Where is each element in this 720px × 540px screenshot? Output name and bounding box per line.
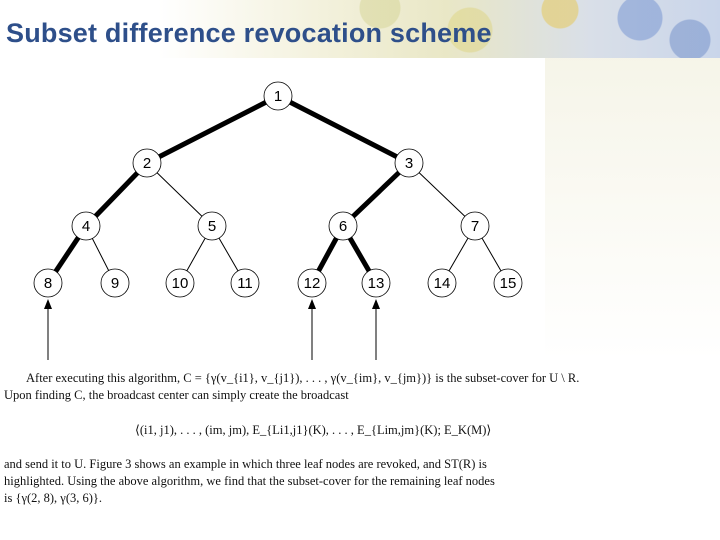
revoke-arrow-head <box>372 299 380 309</box>
caption-line-6: is {γ(2, 8), γ(3, 6)}. <box>4 491 103 505</box>
tree-node-10 <box>165 268 195 298</box>
edge-1-3 <box>275 93 412 166</box>
edge-3-6 <box>340 160 412 229</box>
tree-node-1 <box>263 81 293 111</box>
tree-node-12 <box>297 268 327 298</box>
tree-node-15 <box>493 268 523 298</box>
tree-node-5 <box>197 211 227 241</box>
tree-node-label: 3 <box>405 155 413 172</box>
tree-node-label: 2 <box>143 155 151 172</box>
tree-node-4 <box>71 211 101 241</box>
tree-node-7 <box>460 211 490 241</box>
caption-line-2: Upon finding C, the broadcast center can… <box>4 388 349 402</box>
tree-node-14 <box>427 268 457 298</box>
tree-node-13 <box>361 268 391 298</box>
tree-node-label: 10 <box>172 275 189 292</box>
tree-node-label: 15 <box>500 275 517 292</box>
tree-node-8 <box>33 268 63 298</box>
decorative-banner-strip <box>545 58 720 360</box>
revoke-arrow-head <box>308 299 316 309</box>
tree-node-2 <box>132 148 162 178</box>
slide-title: Subset difference revocation scheme <box>6 18 492 48</box>
tree-node-label: 12 <box>304 275 321 292</box>
revoke-arrow-head <box>44 299 52 309</box>
revoke-markers: RevokeRevokeRevoke <box>44 299 380 360</box>
tree-node-label: 7 <box>471 218 479 235</box>
edge-2-4 <box>83 160 150 229</box>
tree-node-6 <box>328 211 358 241</box>
tree-node-label: 8 <box>44 275 52 292</box>
tree-node-label: 6 <box>339 218 347 235</box>
decorative-banner <box>0 0 720 58</box>
edge-3-7 <box>408 162 476 227</box>
tree-node-label: 11 <box>237 275 253 292</box>
caption-line-5: highlighted. Using the above algorithm, … <box>4 474 495 488</box>
tree-node-label: 1 <box>274 88 282 105</box>
tree-node-3 <box>394 148 424 178</box>
tree-edges <box>45 93 509 286</box>
edge-2-5 <box>146 162 213 227</box>
caption-line-4: and send it to U. Figure 3 shows an exam… <box>4 457 487 471</box>
tree-node-11 <box>230 268 260 298</box>
caption-line-1: After executing this algorithm, C = {γ(v… <box>26 371 580 385</box>
tree-node-label: 5 <box>208 218 216 235</box>
caption-broadcast-formula: ⟨(i1, j1), . . . , (im, jm), E_{Li1,j1}(… <box>135 423 492 437</box>
tree-node-label: 4 <box>82 218 90 235</box>
edge-1-2 <box>144 93 281 166</box>
tree-node-label: 13 <box>368 275 385 292</box>
tree-node-label: 14 <box>434 275 451 292</box>
tree-node-label: 9 <box>111 275 119 292</box>
tree-node-9 <box>100 268 130 298</box>
